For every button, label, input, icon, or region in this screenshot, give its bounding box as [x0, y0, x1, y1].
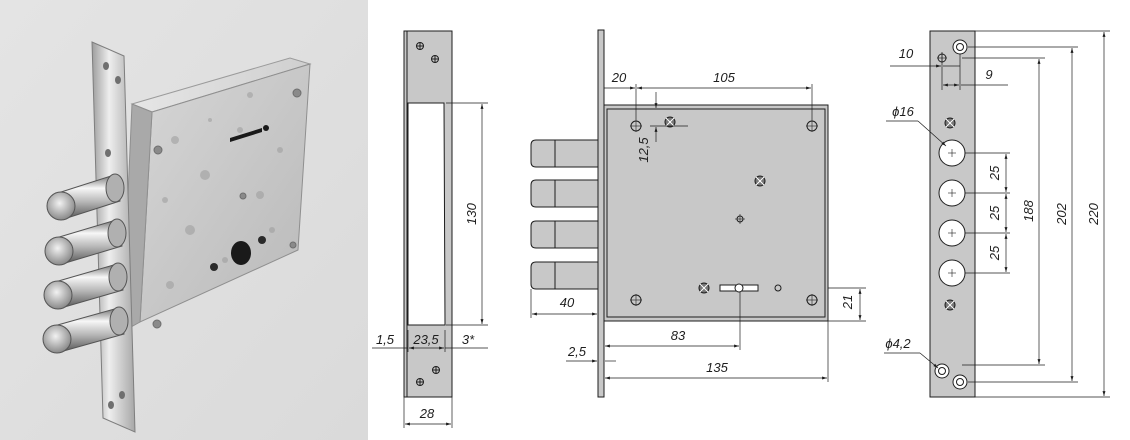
front-bolts	[530, 139, 599, 290]
lock-bolts	[42, 173, 129, 354]
faceplate-view	[884, 30, 1110, 398]
dim-label-screw-diameter: ϕ4,2	[885, 336, 911, 351]
bolt-4	[42, 306, 129, 354]
dim-label-bolt-pitch-2: 25	[987, 205, 1002, 221]
drawing-canvas: 130 1,5 23,5 3* 28	[372, 29, 1110, 428]
front-faceplate	[597, 29, 605, 398]
cylinder-hole	[231, 241, 251, 265]
faceplate-screw-holes	[934, 39, 968, 390]
dim-label-hole-offset: 12,5	[636, 137, 651, 163]
dim-label-faceplate-hole-offset: 9	[985, 67, 992, 82]
front-view-labels: 20 105 12,5 40 83 21 2,5 135	[560, 70, 855, 375]
dim-label-side-height: 130	[464, 202, 479, 224]
dim-label-side-total-width: 28	[419, 406, 435, 421]
side-plate-cutout	[407, 102, 446, 326]
bolt-2	[44, 218, 127, 266]
dim-label-side-gap-right: 3*	[462, 332, 475, 347]
dim-label-hole-spacing: 105	[713, 70, 735, 85]
front-view	[530, 29, 866, 398]
technical-drawing: 130 1,5 23,5 3* 28	[368, 0, 1130, 440]
dim-label-side-gap-left: 1,5	[376, 332, 395, 347]
dim-label-bolt-pitch-3: 25	[987, 245, 1002, 261]
side-view-labels: 130 1,5 23,5 3* 28	[376, 202, 479, 421]
dim-label-body-width: 135	[706, 360, 728, 375]
dim-label-edge-offset: 10	[899, 46, 914, 61]
dim-label-backset: 20	[611, 70, 627, 85]
bolt-3	[43, 262, 128, 310]
dim-label-bolt-throw: 40	[560, 295, 575, 310]
dim-label-keyhole-height: 21	[840, 295, 855, 310]
front-holes	[630, 116, 818, 306]
faceplate-view-labels: 10 9 ϕ16 25 25 25 188 202 220 ϕ4,2	[885, 46, 1101, 351]
side-screw-holes	[416, 42, 440, 386]
front-body-inner	[606, 108, 826, 318]
dim-label-screw-span: 202	[1054, 202, 1069, 225]
bolt-1	[46, 173, 125, 221]
front-body	[603, 104, 829, 322]
product-photo	[0, 0, 368, 440]
faceplate-strip	[929, 30, 976, 398]
dim-label-bolt-diameter: ϕ16	[892, 104, 914, 119]
lock-photo-illustration	[0, 0, 368, 440]
dim-label-keyhole-offset: 83	[671, 328, 686, 343]
keyhole-slot	[230, 128, 262, 142]
lock-case	[121, 57, 312, 333]
dim-label-plate-thickness: 2,5	[567, 344, 587, 359]
dim-label-bolt-span: 188	[1021, 199, 1036, 221]
side-view	[372, 30, 488, 428]
dim-label-plate-height: 220	[1086, 202, 1101, 225]
dim-label-side-plate-width: 23,5	[412, 332, 439, 347]
dim-label-bolt-pitch-1: 25	[987, 165, 1002, 181]
